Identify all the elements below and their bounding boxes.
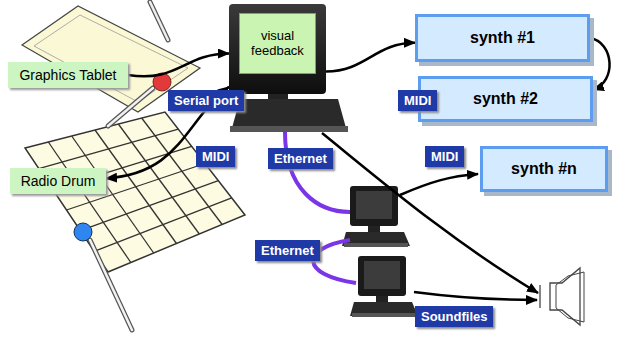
connector (128, 54, 229, 77)
node-text: Radio Drum (21, 173, 96, 189)
synth-box: synth #2 (418, 76, 593, 122)
connector (326, 43, 415, 72)
wire-label: Ethernet (268, 148, 333, 169)
node-text: synth #1 (470, 29, 535, 47)
edge-label: Serial port (168, 90, 244, 111)
node-text: synth #2 (473, 90, 538, 108)
node-text: synth #n (511, 160, 577, 178)
node-text: Graphics Tablet (19, 67, 116, 83)
midi-wire (400, 174, 478, 195)
device-label: Graphics Tablet (8, 62, 128, 88)
computer-monitor: visual feedback (229, 4, 326, 94)
wire-label: MIDI (425, 146, 464, 167)
node-text: visual feedback (239, 13, 316, 74)
speaker (540, 268, 584, 325)
wire-label: Soundfiles (415, 306, 493, 327)
ethernet-wire (285, 132, 350, 212)
synth-box: synth #n (480, 146, 608, 192)
radio-drum (25, 73, 245, 330)
edge-label: MIDI (196, 146, 235, 167)
grid-line (142, 118, 223, 225)
synth-box: synth #1 (415, 14, 590, 62)
soundfile-wire (414, 292, 537, 300)
small-computer (350, 256, 418, 317)
computer-base (230, 93, 348, 132)
edge-label: MIDI (398, 90, 437, 111)
wire-label: Ethernet (255, 240, 320, 261)
device-label: Radio Drum (10, 168, 106, 194)
grid-line (94, 198, 232, 252)
